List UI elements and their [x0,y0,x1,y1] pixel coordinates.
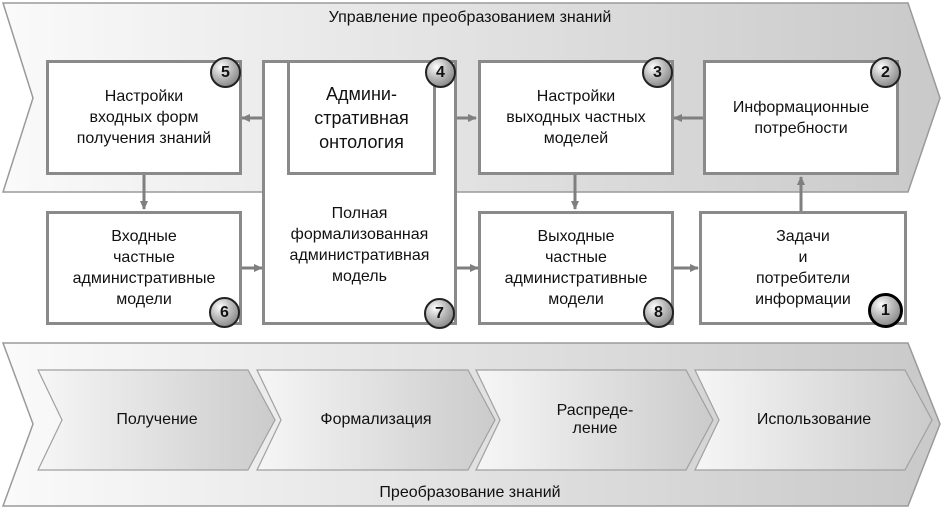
box-output-settings: Настройки выходных частных моделей [478,60,674,175]
badge-5: 5 [210,57,241,88]
box-output-models: Выходные частные административные модели [478,211,674,325]
stage-label-3: Распреде- ление [556,402,634,437]
top-band-title: Управление преобразованием знаний [328,9,612,26]
stage-chevron-3 [475,369,714,471]
box-input-forms-settings: Настройки входных форм получения знаний [46,60,242,175]
badge-3: 3 [642,57,673,88]
box-output-settings-label: Настройки выходных частных моделей [506,88,646,147]
bottom-band-title: Преобразование знаний [379,484,561,501]
box-input-models: Входные частные административные модели [46,211,242,325]
stage-label-1: Получение [116,411,198,428]
badge-4: 4 [425,57,456,88]
box-input-forms-label: Настройки входных форм получения знаний [76,88,212,147]
badge-8: 8 [643,297,674,328]
badge-6: 6 [209,297,240,328]
box-tasks-consumers: Задачи и потребители информации [699,211,907,325]
stage-chevron-4 [694,369,933,471]
stage-chevron-1 [37,369,276,471]
badge-7: 7 [424,298,455,329]
stage-label-4: Использование [756,411,872,428]
box-full-model-label: Полная формализованная административная … [289,205,430,285]
box-tasks-label: Задачи и потребители информации [755,228,851,308]
box-admin-ontology: Админи- стративная онтология [287,60,436,175]
stage-chevron-2 [256,369,496,471]
stage-label-2: Формализация [320,411,432,428]
box-output-models-label: Выходные частные административные модели [504,228,648,308]
box-info-needs-label: Информационные потребности [732,98,870,137]
badge-2: 2 [870,57,901,88]
box-info-needs: Информационные потребности [703,60,899,175]
box-ontology-label: Админи- стративная онтология [314,83,409,152]
badge-1: 1 [868,293,903,328]
box-input-models-label: Входные частные административные модели [72,228,216,308]
